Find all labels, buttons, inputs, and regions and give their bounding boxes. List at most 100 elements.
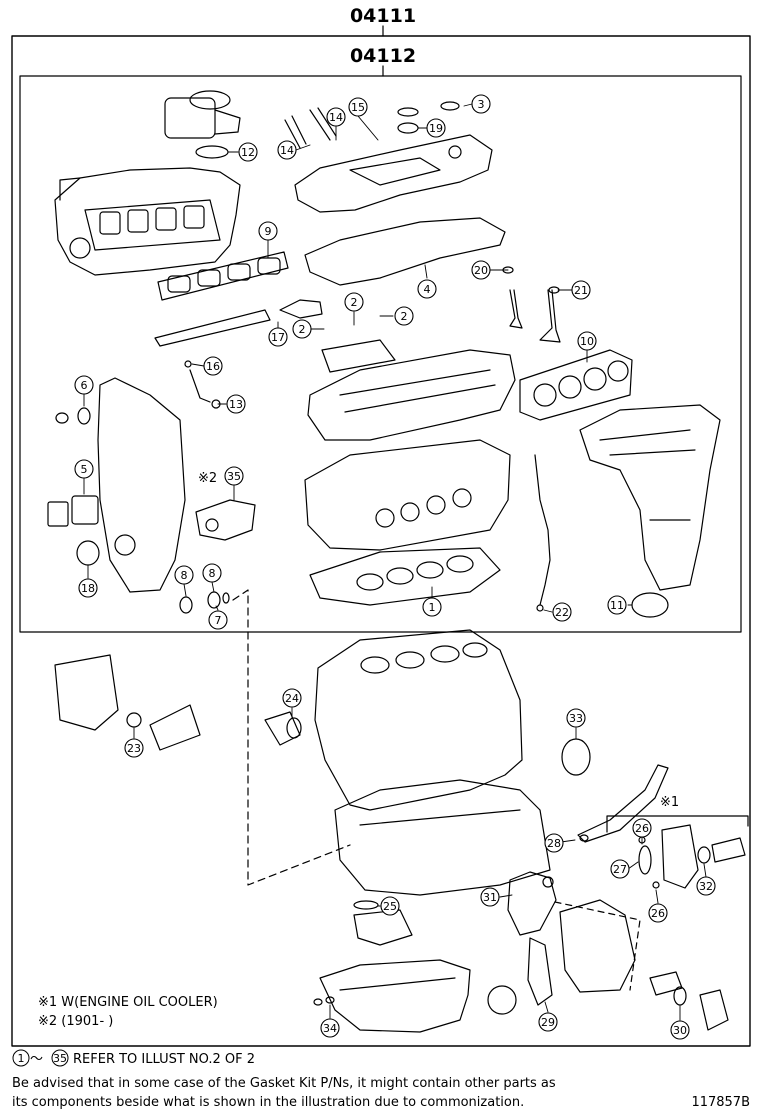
- callout-c27: 27: [610, 859, 630, 879]
- callout-circle: [78, 578, 98, 598]
- callout-number: 26: [635, 822, 649, 835]
- callout-circle: [226, 394, 246, 414]
- callout-number: 8: [181, 569, 188, 582]
- callout-number: 31: [483, 891, 497, 904]
- callout-c22: 22: [552, 602, 572, 622]
- valve-cover-gasket: [304, 217, 506, 286]
- range-to: 35: [53, 1052, 67, 1065]
- callout-circle: [648, 903, 668, 923]
- callout-circle: [696, 876, 716, 896]
- callout-circle: [208, 610, 228, 630]
- callout-c33: 33: [566, 708, 586, 728]
- callout-number: 35: [227, 470, 241, 483]
- intake-manifold-gasket: [157, 251, 289, 301]
- callout-number: 4: [424, 283, 431, 296]
- callout-number: 23: [127, 742, 141, 755]
- callout-number: 8: [209, 567, 216, 580]
- callout-c4: 4: [417, 279, 437, 299]
- rear-oil-seal: [561, 738, 591, 776]
- callout-number: 14: [280, 144, 294, 157]
- callout-number: 15: [351, 101, 365, 114]
- oil-seal-18: [76, 540, 100, 566]
- pulley: [487, 985, 517, 1015]
- callout-number: 29: [541, 1016, 555, 1029]
- callout-c16: 16: [203, 356, 223, 376]
- callout-c14a: 14: [326, 107, 346, 127]
- callout-circle: [174, 565, 194, 585]
- seal-6: [77, 407, 91, 425]
- callout-circle: [480, 887, 500, 907]
- assembly-code-outer: 04111: [350, 5, 416, 27]
- callout-number: 32: [699, 880, 713, 893]
- callout-circle: [577, 331, 597, 351]
- callout-number: 19: [429, 122, 443, 135]
- callout-number: 22: [555, 606, 569, 619]
- callout-circle: [538, 1012, 558, 1032]
- callout-c15: 15: [348, 97, 368, 117]
- callout-c18: 18: [78, 578, 98, 598]
- callout-circle: [74, 375, 94, 395]
- cylinder-head: [304, 439, 511, 551]
- callout-circle: [277, 140, 297, 160]
- callout-number: 26: [651, 907, 665, 920]
- callout-number: 2: [351, 296, 358, 309]
- callout-circle: [202, 563, 222, 583]
- callout-circle: [417, 279, 437, 299]
- callout-circle: [632, 818, 652, 838]
- refer-text: REFER TO ILLUST NO.2 OF 2: [73, 1052, 255, 1067]
- water-inlet-pipe: [577, 764, 669, 843]
- callout-number: 10: [580, 335, 594, 348]
- oil-pan: [319, 959, 471, 1033]
- callout-number: 7: [215, 614, 222, 627]
- callout-circle: [320, 1018, 340, 1038]
- callout-circle: [74, 459, 94, 479]
- range-from: 1: [18, 1052, 25, 1065]
- cylinder-head-gasket: [309, 547, 501, 606]
- callout-circle: [426, 118, 446, 138]
- inner-frame: [19, 75, 742, 633]
- timing-chain-cover: [97, 377, 186, 593]
- callout-number: 9: [265, 225, 272, 238]
- callout-number: 13: [229, 398, 243, 411]
- callout-number: 20: [474, 264, 488, 277]
- callout-c30: 30: [670, 1020, 690, 1040]
- callout-c31: 31: [480, 887, 500, 907]
- callout-circle: [292, 319, 312, 339]
- cylinder-block: [314, 629, 523, 811]
- callout-c34: 34: [320, 1018, 340, 1038]
- callout-c24: 24: [282, 688, 302, 708]
- intake-manifold: [54, 167, 241, 276]
- note-1: ※1 W(ENGINE OIL COOLER): [38, 995, 218, 1010]
- callout-number: 24: [285, 692, 299, 705]
- callout-circle: [282, 688, 302, 708]
- note-2: ※2 (1901- ): [38, 1014, 113, 1029]
- callout-circle: [258, 221, 278, 241]
- callout-c29: 29: [538, 1012, 558, 1032]
- callout-c7: 7: [208, 610, 228, 630]
- callout-c14b: 14: [277, 140, 297, 160]
- callout-number: 18: [81, 582, 95, 595]
- callout-c20: 20: [471, 260, 491, 280]
- callout-number: 12: [241, 146, 255, 159]
- callout-number: 34: [323, 1022, 337, 1035]
- mark-2: ※2: [198, 471, 217, 486]
- callout-circle: [610, 859, 630, 879]
- callout-c12: 12: [238, 142, 258, 162]
- fuel-rail: [154, 309, 271, 347]
- valve-cover: [294, 134, 493, 213]
- callout-c35: 35: [224, 466, 244, 486]
- callout-c2a: 2: [344, 292, 364, 312]
- callout-c25: 25: [380, 896, 400, 916]
- gasket-set-lower: [54, 654, 119, 731]
- callout-circle: [607, 595, 627, 615]
- callout-number: 25: [383, 900, 397, 913]
- callout-c11: 11: [607, 595, 627, 615]
- callout-circle: [566, 708, 586, 728]
- callout-circle: [124, 738, 144, 758]
- advice-line-1: Be advised that in some case of the Gask…: [12, 1076, 556, 1091]
- callout-circle: [268, 327, 288, 347]
- callout-c23: 23: [124, 738, 144, 758]
- callout-circle: [571, 280, 591, 300]
- callout-number: 6: [81, 379, 88, 392]
